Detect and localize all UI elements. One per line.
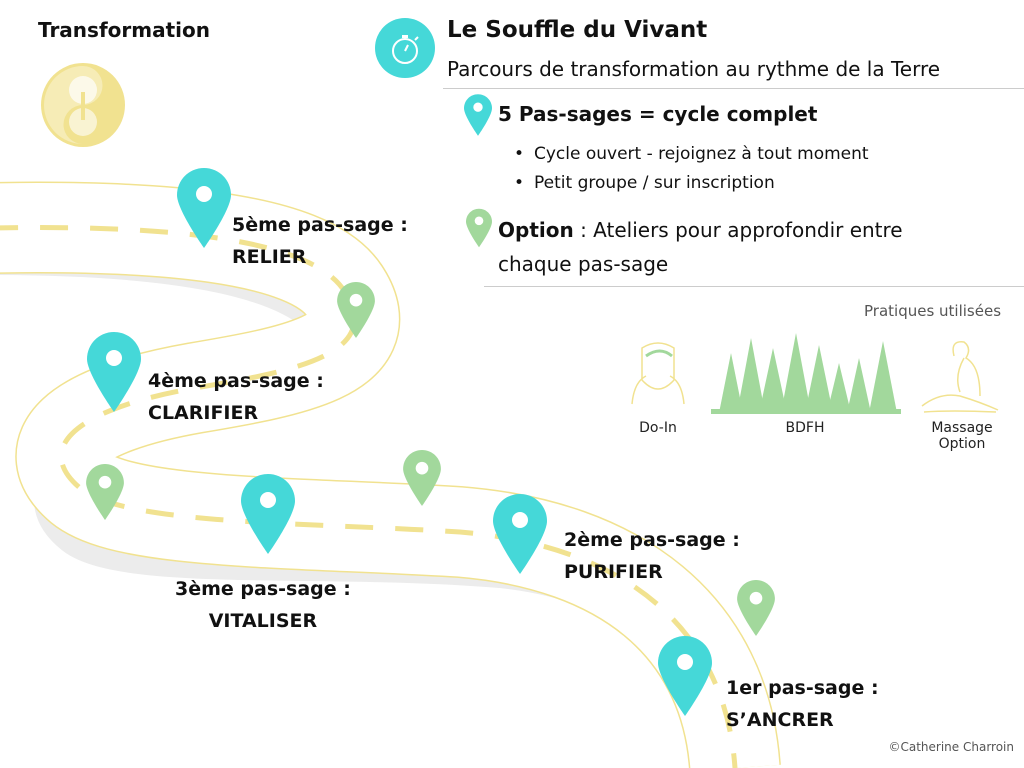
practice-label: Do-In: [639, 420, 677, 436]
step-5-label: 5ème pas-sage :RELIER: [232, 214, 408, 268]
forest-icon: [711, 333, 901, 414]
step-4-pin-icon: [87, 332, 141, 412]
cyan-pin-icon: [464, 94, 492, 136]
copyright: ©Catherine Charroin: [888, 740, 1014, 754]
page-title: Le Souffle du Vivant: [447, 17, 708, 43]
step-3-pin-icon: [241, 474, 295, 554]
massage-icon: [921, 341, 999, 413]
practice-label: Massage Option: [931, 420, 993, 452]
step-1-pin-icon: [658, 636, 712, 716]
step-2-pin-icon: [493, 494, 547, 574]
face-massage-icon: [631, 342, 685, 405]
step-2-label: 2ème pas-sage :PURIFIER: [564, 529, 740, 583]
divider: [443, 88, 1024, 89]
bullet-item: Petit groupe / sur inscription: [514, 173, 775, 193]
option-pin-icon: [337, 282, 375, 338]
cycle-legend: 5 Pas-sages = cycle complet: [498, 102, 818, 126]
option-pin-icon: [86, 464, 124, 520]
option-pin-icon: [737, 580, 775, 636]
practices-title: Pratiques utilisées: [864, 302, 1002, 320]
green-pin-icon: [466, 208, 492, 248]
step-1-label: 1er pas-sage :S’ANCRER: [726, 677, 879, 731]
option-pin-icon: [403, 450, 441, 506]
step-3-label: 3ème pas-sage :VITALISER: [175, 578, 351, 632]
category-title: Transformation: [38, 18, 210, 42]
step-4-label: 4ème pas-sage :CLARIFIER: [148, 370, 324, 424]
tree-yin-yang-logo: [41, 63, 125, 147]
stopwatch-icon: [375, 18, 435, 78]
divider: [484, 286, 1024, 287]
bullet-item: Cycle ouvert - rejoignez à tout moment: [514, 144, 869, 164]
page-subtitle: Parcours de transformation au rythme de …: [447, 57, 941, 81]
option-legend: Option : Ateliers pour approfondir entre…: [498, 218, 903, 276]
step-5-pin-icon: [177, 168, 231, 248]
practice-label: BDFH: [785, 420, 825, 436]
